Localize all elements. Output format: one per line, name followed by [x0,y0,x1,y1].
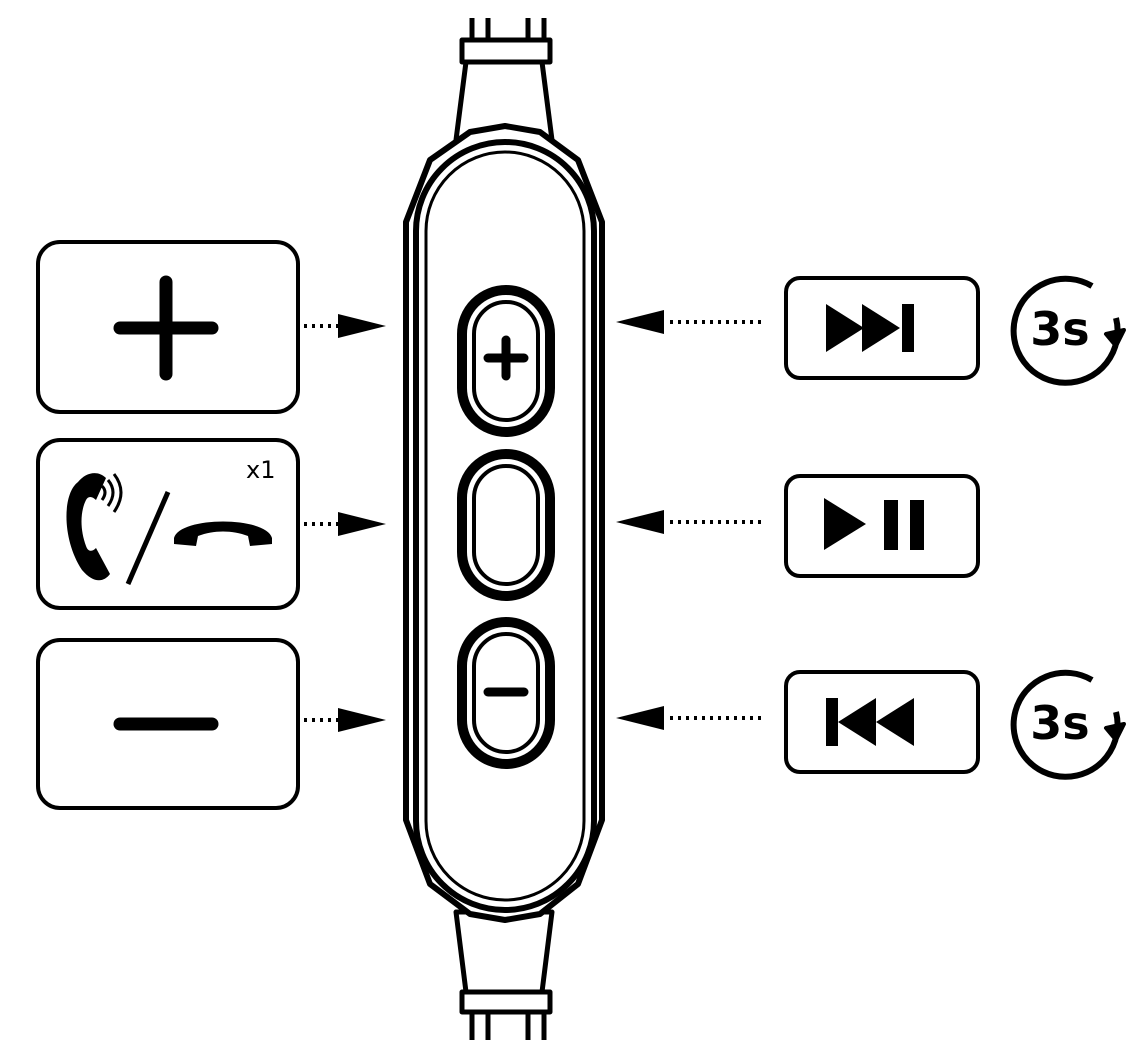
remote-button-middle[interactable] [457,449,555,601]
arrow-previous-track [616,706,766,730]
arrow-volume-up [304,314,386,338]
arrow-next-track [616,310,766,334]
panel-volume-down [36,638,300,810]
panel-previous-track [784,670,980,774]
remote-button-plus[interactable] [457,285,555,437]
separator-slash [125,491,171,585]
hold-duration-label: 3s [1030,696,1089,750]
panel-volume-up [36,240,300,414]
rotate-arrow-icon [1010,275,1121,386]
panel-play-pause [784,474,980,578]
arrow-call [304,512,386,536]
plus-icon [483,335,529,381]
hold-duration-label: 3s [1030,302,1089,356]
press-count-label: x1 [246,456,275,484]
arrow-volume-down [304,708,386,732]
remote-button-minus[interactable] [457,617,555,769]
hold-indicator-next: 3s [1010,275,1126,386]
panel-next-track [784,276,980,380]
panel-call: x1 [36,438,300,610]
cable-bottom [453,909,555,1040]
plus-icon [113,275,219,381]
rotate-arrow-icon [1010,669,1121,780]
skip-forward-icon [826,304,914,352]
phone-answer-icon [66,473,123,581]
hold-indicator-previous: 3s [1010,669,1126,780]
play-pause-icon [824,498,924,550]
arrow-play-pause [616,510,766,534]
phone-hangup-icon [174,521,272,546]
skip-back-icon [826,698,914,746]
cable-top [453,18,555,143]
